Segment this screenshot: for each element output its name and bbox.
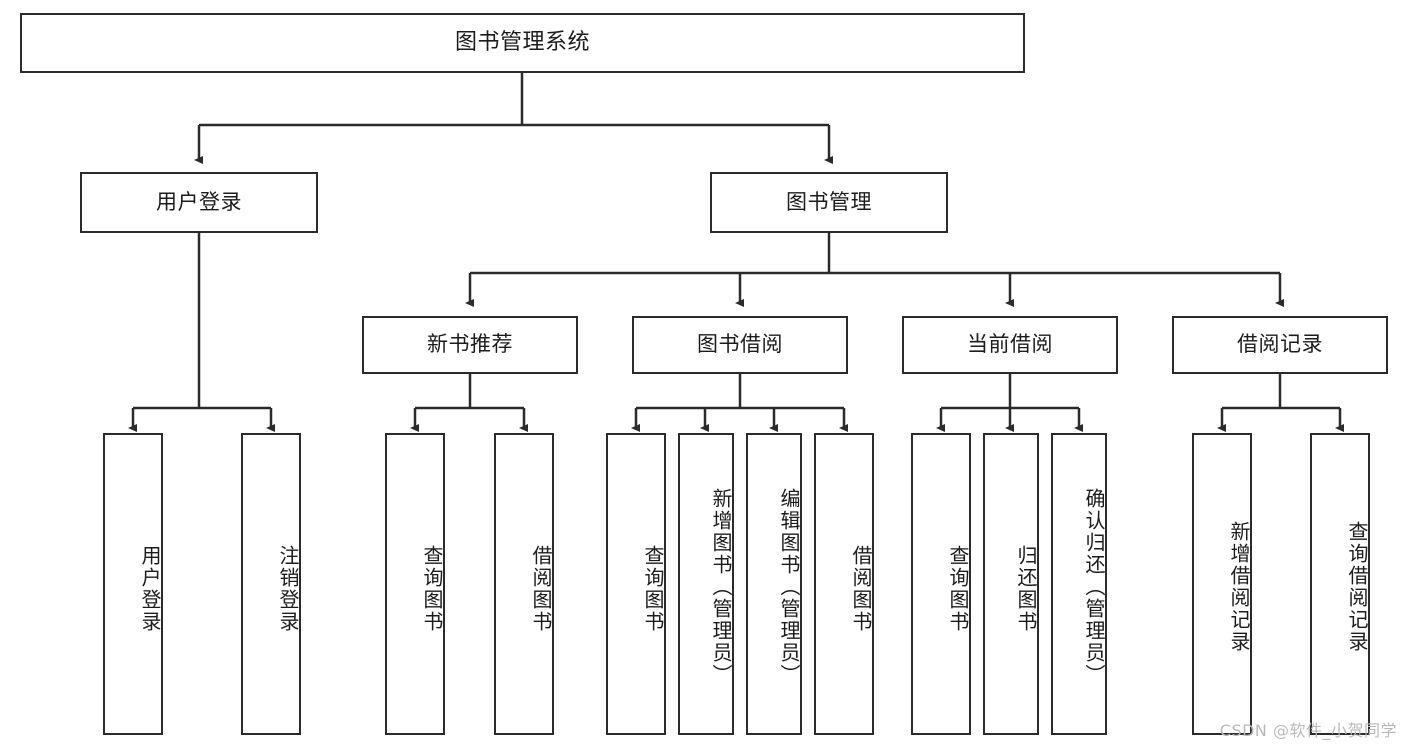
node-current-borrow[interactable]: 当前借阅 xyxy=(902,316,1118,374)
leaf-query-book-new[interactable]: 查询图书 xyxy=(385,433,445,735)
leaf-query-borrow-record[interactable]: 查询借阅记录 xyxy=(1310,433,1370,735)
leaf-edit-book-admin[interactable]: 编辑图书（管理员） xyxy=(746,433,802,735)
node-new-book-recommend[interactable]: 新书推荐 xyxy=(362,316,578,374)
node-label: 查询图书 xyxy=(641,545,665,633)
node-label: 图书管理 xyxy=(786,189,872,214)
leaf-user-logout[interactable]: 注销登录 xyxy=(241,433,301,735)
node-label: 用户登录 xyxy=(138,545,162,633)
node-label: 新增图书（管理员） xyxy=(709,488,733,686)
node-label: 用户登录 xyxy=(156,189,242,214)
node-label: 归还图书 xyxy=(1014,545,1038,633)
node-book-management[interactable]: 图书管理 xyxy=(710,172,948,233)
node-root-system[interactable]: 图书管理系统 xyxy=(20,13,1025,73)
node-label: 查询图书 xyxy=(946,545,970,633)
node-label: 图书借阅 xyxy=(697,332,783,357)
leaf-confirm-return-admin[interactable]: 确认归还（管理员） xyxy=(1051,433,1107,735)
node-label: 确认归还（管理员） xyxy=(1082,488,1106,686)
node-label: 编辑图书（管理员） xyxy=(777,488,801,686)
leaf-borrow-book[interactable]: 借阅图书 xyxy=(814,433,874,735)
leaf-borrow-book-new[interactable]: 借阅图书 xyxy=(494,433,554,735)
node-user-login[interactable]: 用户登录 xyxy=(80,172,318,233)
node-label: 当前借阅 xyxy=(967,332,1053,357)
leaf-query-book-borrow[interactable]: 查询图书 xyxy=(606,433,666,735)
node-label: 查询图书 xyxy=(420,545,444,633)
leaf-add-borrow-record[interactable]: 新增借阅记录 xyxy=(1192,433,1252,735)
node-label: 新增借阅记录 xyxy=(1227,521,1251,653)
node-label: 新书推荐 xyxy=(427,332,513,357)
node-label: 查询借阅记录 xyxy=(1345,521,1369,653)
node-label: 注销登录 xyxy=(276,545,300,633)
node-book-borrow[interactable]: 图书借阅 xyxy=(632,316,848,374)
node-label: 借阅图书 xyxy=(849,545,873,633)
csdn-watermark: CSDN @软件_小贺同学 xyxy=(1219,721,1397,740)
node-label: 借阅记录 xyxy=(1237,332,1323,357)
leaf-user-login[interactable]: 用户登录 xyxy=(103,433,163,735)
leaf-add-book-admin[interactable]: 新增图书（管理员） xyxy=(678,433,734,735)
node-borrow-record[interactable]: 借阅记录 xyxy=(1172,316,1388,374)
leaf-return-book[interactable]: 归还图书 xyxy=(983,433,1039,735)
node-label: 图书管理系统 xyxy=(454,29,590,55)
node-label: 借阅图书 xyxy=(529,545,553,633)
leaf-query-book-current[interactable]: 查询图书 xyxy=(911,433,971,735)
